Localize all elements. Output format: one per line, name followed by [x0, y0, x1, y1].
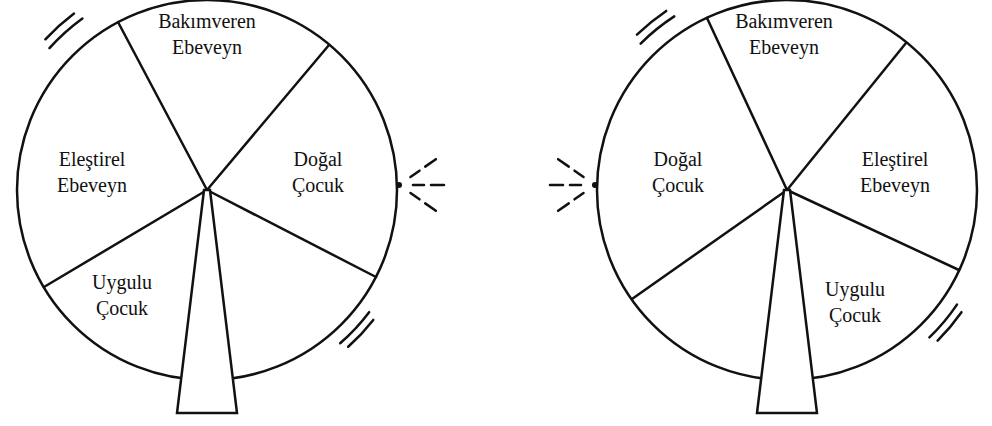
- motion-dash: [570, 184, 581, 187]
- motion-mark: [641, 16, 675, 43]
- ego-state-sector: Doğal Çocuk: [290, 146, 347, 198]
- sector-label: Bakımveren Ebeveyn: [158, 8, 256, 60]
- wheel-stand: [177, 190, 237, 413]
- motion-dash: [425, 203, 436, 210]
- ego-state-sector: Bakımveren Ebeveyn: [733, 8, 835, 60]
- sector-label: Uygulu Çocuk: [825, 276, 885, 328]
- ego-state-sector: Eleştirel Ebeveyn: [55, 146, 129, 198]
- motion-dash: [410, 193, 419, 199]
- ego-state-sector: Uygulu Çocuk: [823, 276, 887, 328]
- motion-dash: [550, 184, 563, 187]
- ego-state-sector: Eleştirel Ebeveyn: [858, 146, 932, 198]
- motion-dot: [593, 183, 597, 187]
- motion-dash: [431, 184, 444, 187]
- motion-dash: [575, 171, 584, 177]
- motion-mark: [348, 320, 373, 347]
- motion-dash: [410, 171, 419, 177]
- sector-line: [207, 190, 376, 277]
- motion-mark: [938, 312, 962, 340]
- sector-label: Uygulu Çocuk: [92, 269, 152, 321]
- motion-dash: [575, 193, 584, 199]
- sector-line: [787, 190, 959, 270]
- motion-dash: [558, 203, 569, 210]
- sector-label: Eleştirel Ebeveyn: [860, 146, 930, 198]
- ego-state-sector: Bakımveren Ebeveyn: [156, 8, 258, 60]
- sector-label: Bakımveren Ebeveyn: [735, 8, 833, 60]
- ego-state-sector: Uygulu Çocuk: [90, 269, 154, 321]
- motion-dash: [425, 159, 436, 166]
- sector-line: [632, 190, 787, 299]
- motion-mark: [45, 14, 74, 40]
- motion-dot: [397, 183, 401, 187]
- motion-dash: [558, 159, 569, 166]
- motion-dash: [413, 184, 424, 187]
- motion-mark: [929, 305, 957, 338]
- sector-label: Doğal Çocuk: [292, 146, 344, 198]
- motion-mark: [340, 312, 369, 343]
- sector-label: Eleştirel Ebeveyn: [57, 146, 127, 198]
- motion-mark: [49, 18, 82, 48]
- wheel-stand: [757, 190, 817, 413]
- sector-label: Doğal Çocuk: [652, 146, 704, 198]
- ego-state-sector: Doğal Çocuk: [650, 146, 707, 198]
- motion-mark: [637, 11, 666, 35]
